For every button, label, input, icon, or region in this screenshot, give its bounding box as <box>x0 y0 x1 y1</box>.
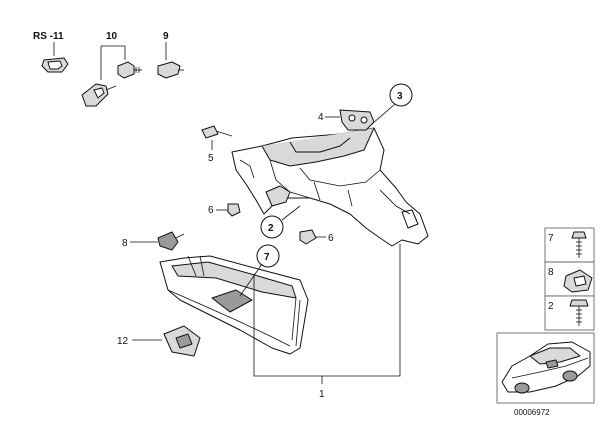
callout-5: 5 <box>208 153 214 164</box>
callout-9: 9 <box>163 31 169 42</box>
callout-8: 8 <box>122 238 128 249</box>
callout-10: 10 <box>106 31 118 42</box>
callout-6a: 6 <box>208 205 214 216</box>
callout-circle-2 <box>260 215 284 239</box>
stopper-8 <box>157 231 185 251</box>
screw-7 <box>571 231 587 258</box>
side-label-2: 2 <box>548 301 554 312</box>
callout-circle-3 <box>389 83 413 107</box>
pin-5 <box>201 125 233 139</box>
latch-12 <box>163 325 201 357</box>
clip-9 <box>157 61 184 79</box>
callout-6b: 6 <box>328 233 334 244</box>
callout-rs11: RS -11 <box>33 31 64 42</box>
glovebox-lid <box>159 255 309 355</box>
clip-rs11 <box>41 57 69 73</box>
clip-6-left <box>227 203 241 217</box>
callout-3: 3 <box>397 91 403 102</box>
screw-2 <box>569 299 589 326</box>
side-label-7: 7 <box>548 233 554 244</box>
clip-6-right <box>299 229 317 245</box>
callout-7: 7 <box>264 252 270 263</box>
callout-1: 1 <box>319 389 325 400</box>
glovebox-housing <box>231 127 429 247</box>
document-id: 00006972 <box>514 408 550 417</box>
clip-10 <box>81 83 117 107</box>
callout-4: 4 <box>318 112 324 123</box>
side-panel-cell-7 <box>544 227 595 263</box>
screw-10 <box>117 61 142 79</box>
side-label-8: 8 <box>548 267 554 278</box>
nut-8 <box>563 269 593 293</box>
callout-circle-7 <box>256 244 280 268</box>
callout-2: 2 <box>268 223 274 234</box>
callout-12: 12 <box>117 336 129 347</box>
car-thumbnail <box>501 341 591 394</box>
bracket-4 <box>339 109 375 131</box>
